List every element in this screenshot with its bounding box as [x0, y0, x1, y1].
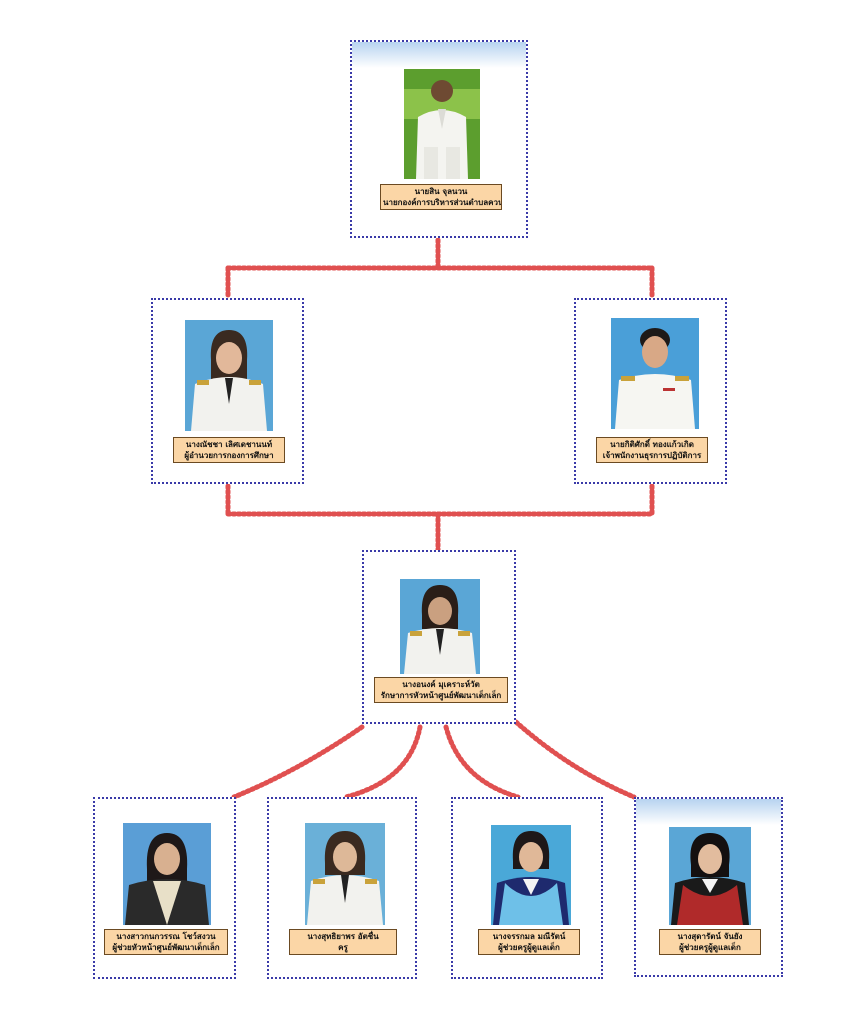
staff4-name: นางสุดารัตน์ จันยัง [677, 932, 743, 941]
chief-name: นายสิน จุลนวน [414, 187, 468, 196]
staff3-label: นางจรรกมล มณีรัตน์ ผู้ช่วยครูผู้ดูแลเด็ก [478, 929, 580, 955]
director-label: นางณัชชา เลิศเดชานนท์ ผู้อำนวยการกองการศ… [173, 437, 285, 463]
officer-photo [611, 318, 699, 429]
center-head-name: นางอนงค์ มุเคราะห์วัต [402, 680, 480, 689]
director-name: นางณัชชา เลิศเดชานนท์ [185, 440, 273, 449]
node-chief[interactable]: นายสิน จุลนวน นายกองค์การบริหารส่วนตำบลค… [350, 40, 528, 238]
chief-photo [404, 69, 480, 179]
chief-position: นายกองค์การบริหารส่วนตำบลควนรู [383, 198, 502, 207]
staff2-photo [305, 823, 385, 925]
staff1-photo [123, 823, 211, 925]
staff2-name: นางสุทธิยาพร อัตชื่น [307, 932, 379, 941]
officer-position: เจ้าพนักงานธุรการปฏิบัติการ [602, 451, 702, 460]
connector-staff3 [443, 724, 521, 800]
node-center-head[interactable]: นางอนงค์ มุเคราะห์วัต รักษาการหัวหน้าศูน… [362, 550, 516, 724]
node-staff1[interactable]: นางสาวกนกวรรณ โชว์สงวน ผู้ช่วยหัวหน้าศูน… [93, 797, 236, 979]
staff3-position: ผู้ช่วยครูผู้ดูแลเด็ก [498, 943, 560, 952]
director-position: ผู้อำนวยการกองการศึกษา [184, 451, 274, 460]
node-staff3[interactable]: นางจรรกมล มณีรัตน์ ผู้ช่วยครูผู้ดูแลเด็ก [451, 797, 603, 979]
connector-staff4 [513, 719, 637, 800]
director-photo [185, 320, 273, 431]
node-director[interactable]: นางณัชชา เลิศเดชานนท์ ผู้อำนวยการกองการศ… [151, 298, 304, 484]
officer-label: นายกิติศักดิ์ ทองแก้วเกิด เจ้าพนักงานธุร… [596, 437, 708, 463]
staff3-name: นางจรรกมล มณีรัตน์ [492, 932, 566, 941]
center-head-photo [400, 579, 480, 674]
node-officer[interactable]: นายกิติศักดิ์ ทองแก้วเกิด เจ้าพนักงานธุร… [574, 298, 727, 484]
staff1-position: ผู้ช่วยหัวหน้าศูนย์พัฒนาเด็กเล็ก [112, 943, 220, 952]
staff1-name: นางสาวกนกวรรณ โชว์สงวน [116, 932, 216, 941]
staff4-position: ผู้ช่วยครูผู้ดูแลเด็ก [679, 943, 741, 952]
officer-name: นายกิติศักดิ์ ทองแก้วเกิด [610, 440, 694, 449]
center-head-label: นางอนงค์ มุเคราะห์วัต รักษาการหัวหน้าศูน… [374, 677, 508, 703]
node-staff2[interactable]: นางสุทธิยาพร อัตชื่น ครู [267, 797, 417, 979]
chief-label: นายสิน จุลนวน นายกองค์การบริหารส่วนตำบลค… [380, 184, 502, 210]
center-head-position: รักษาการหัวหน้าศูนย์พัฒนาเด็กเล็ก [380, 691, 502, 700]
staff3-photo [491, 825, 571, 925]
staff1-label: นางสาวกนกวรรณ โชว์สงวน ผู้ช่วยหัวหน้าศูน… [104, 929, 228, 955]
node-staff4[interactable]: นางสุดารัตน์ จันยัง ผู้ช่วยครูผู้ดูแลเด็… [634, 797, 783, 977]
staff4-label: นางสุดารัตน์ จันยัง ผู้ช่วยครูผู้ดูแลเด็… [659, 929, 761, 955]
staff4-photo [669, 827, 751, 925]
staff2-label: นางสุทธิยาพร อัตชื่น ครู [289, 929, 397, 955]
connector-staff1 [231, 724, 365, 800]
connector-staff2 [343, 724, 423, 800]
staff2-position: ครู [338, 943, 348, 952]
